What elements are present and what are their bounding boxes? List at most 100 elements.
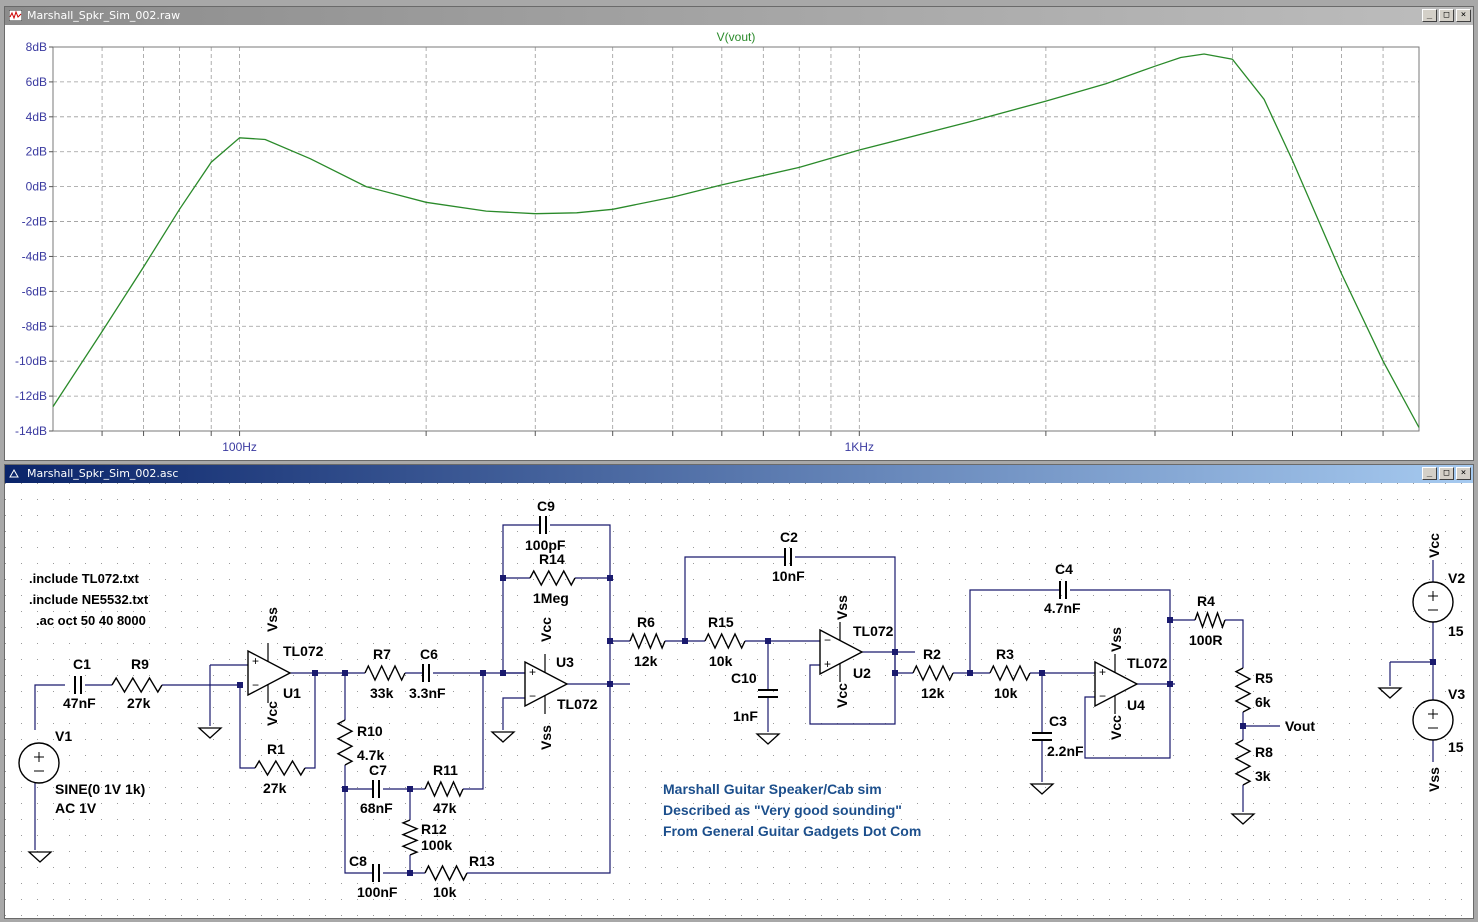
r12-name[interactable]: R12 bbox=[421, 821, 447, 837]
c3-name[interactable]: C3 bbox=[1049, 713, 1067, 729]
v2-value[interactable]: 15 bbox=[1448, 623, 1464, 639]
r3-resistor[interactable] bbox=[989, 664, 1031, 682]
schematic-window-titlebar[interactable]: Marshall_Spkr_Sim_002.asc _ □ × bbox=[5, 465, 1473, 483]
u2-vcc-net[interactable]: Vcc bbox=[834, 683, 850, 708]
r5-name[interactable]: R5 bbox=[1255, 670, 1273, 686]
r14-resistor[interactable] bbox=[529, 569, 576, 587]
r3-name[interactable]: R3 bbox=[996, 646, 1014, 662]
c1-value[interactable]: 47nF bbox=[63, 695, 96, 711]
v3-vss-net[interactable]: Vss bbox=[1426, 767, 1442, 792]
r10-name[interactable]: R10 bbox=[357, 723, 383, 739]
c3-value[interactable]: 2.2nF bbox=[1047, 743, 1084, 759]
u3-model[interactable]: TL072 bbox=[557, 696, 598, 712]
u4-name[interactable]: U4 bbox=[1127, 697, 1145, 713]
v1-line2[interactable]: AC 1V bbox=[55, 800, 97, 816]
u4-vss-net[interactable]: Vss bbox=[1108, 627, 1124, 652]
trace-vout[interactable] bbox=[52, 53, 1420, 428]
trace-label[interactable]: V(vout) bbox=[717, 30, 756, 44]
v3-source[interactable] bbox=[1412, 699, 1454, 741]
v1-line1[interactable]: SINE(0 1V 1k) bbox=[55, 781, 145, 797]
r9-name[interactable]: R9 bbox=[131, 656, 149, 672]
c10-value[interactable]: 1nF bbox=[733, 708, 758, 724]
r1-value[interactable]: 27k bbox=[263, 780, 287, 796]
c1-capacitor[interactable] bbox=[74, 676, 82, 694]
r7-value[interactable]: 33k bbox=[370, 685, 394, 701]
u2-name[interactable]: U2 bbox=[853, 665, 871, 681]
r13-name[interactable]: R13 bbox=[469, 853, 495, 869]
r11-name[interactable]: R11 bbox=[433, 762, 458, 778]
c7-value[interactable]: 68nF bbox=[360, 800, 393, 816]
waveform-plot[interactable]: 8dB6dB4dB2dB0dB-2dB-4dB-6dB-8dB-10dB-12d… bbox=[5, 25, 1473, 460]
u3-vcc-net[interactable]: Vcc bbox=[538, 617, 554, 642]
u1-model[interactable]: TL072 bbox=[283, 643, 324, 659]
spice-directive[interactable]: .ac oct 50 40 8000 bbox=[36, 613, 146, 628]
r12-resistor[interactable] bbox=[401, 819, 419, 856]
c7-capacitor[interactable] bbox=[372, 780, 380, 798]
c9-value[interactable]: 100pF bbox=[525, 537, 566, 553]
c9-name[interactable]: C9 bbox=[537, 498, 555, 514]
u3-vss-net[interactable]: Vss bbox=[538, 725, 554, 750]
r6-resistor[interactable] bbox=[629, 632, 666, 650]
c2-capacitor[interactable] bbox=[784, 548, 792, 566]
r15-resistor[interactable] bbox=[704, 632, 746, 650]
r5-resistor[interactable] bbox=[1234, 667, 1252, 713]
close-button[interactable]: × bbox=[1456, 9, 1471, 22]
r7-resistor[interactable] bbox=[364, 664, 406, 682]
r14-value[interactable]: 1Meg bbox=[533, 590, 569, 606]
r3-value[interactable]: 10k bbox=[994, 685, 1018, 701]
r12-value[interactable]: 100k bbox=[421, 837, 452, 853]
r8-value[interactable]: 3k bbox=[1255, 768, 1271, 784]
u1-name[interactable]: U1 bbox=[283, 685, 301, 701]
c8-name[interactable]: C8 bbox=[349, 853, 367, 869]
u3-opamp[interactable]: +− bbox=[524, 654, 569, 714]
r13-resistor[interactable] bbox=[424, 864, 468, 882]
c7-name[interactable]: C7 bbox=[369, 762, 387, 778]
v2-source[interactable] bbox=[1412, 581, 1454, 623]
c6-name[interactable]: C6 bbox=[420, 646, 438, 662]
plot-window-titlebar[interactable]: Marshall_Spkr_Sim_002.raw _ □ × bbox=[5, 7, 1473, 25]
schematic-window[interactable]: Marshall_Spkr_Sim_002.asc _ □ × bbox=[4, 464, 1474, 919]
vout-net-label[interactable]: Vout bbox=[1285, 718, 1315, 734]
u1-opamp[interactable]: +− bbox=[247, 643, 292, 703]
r4-value[interactable]: 100R bbox=[1189, 632, 1222, 648]
r4-name[interactable]: R4 bbox=[1197, 593, 1215, 609]
u1-vcc-net[interactable]: Vcc bbox=[264, 701, 280, 726]
r1-name[interactable]: R1 bbox=[267, 741, 285, 757]
c8-value[interactable]: 100nF bbox=[357, 884, 398, 900]
c3-capacitor[interactable] bbox=[1032, 732, 1052, 741]
u4-model[interactable]: TL072 bbox=[1127, 655, 1168, 671]
r6-value[interactable]: 12k bbox=[634, 653, 658, 669]
r9-value[interactable]: 27k bbox=[127, 695, 151, 711]
u2-opamp[interactable]: −+ bbox=[819, 622, 864, 682]
schematic-comment[interactable]: From General Guitar Gadgets Dot Com bbox=[663, 823, 921, 839]
u1-vss-net[interactable]: Vss bbox=[264, 607, 280, 632]
r6-name[interactable]: R6 bbox=[637, 614, 655, 630]
v2-name[interactable]: V2 bbox=[1448, 570, 1465, 586]
r13-value[interactable]: 10k bbox=[433, 884, 457, 900]
u2-vss-net[interactable]: Vss bbox=[834, 595, 850, 620]
c4-name[interactable]: C4 bbox=[1055, 561, 1073, 577]
c6-capacitor[interactable] bbox=[422, 664, 430, 682]
r5-value[interactable]: 6k bbox=[1255, 694, 1271, 710]
u2-model[interactable]: TL072 bbox=[853, 623, 894, 639]
r11-value[interactable]: 47k bbox=[433, 800, 457, 816]
close-button[interactable]: × bbox=[1456, 467, 1471, 480]
schematic-comment[interactable]: Described as "Very good sounding" bbox=[663, 802, 902, 818]
v1-source[interactable] bbox=[18, 742, 60, 784]
r10-resistor[interactable] bbox=[336, 719, 354, 766]
restore-button[interactable]: □ bbox=[1439, 9, 1454, 22]
c2-name[interactable]: C2 bbox=[780, 529, 798, 545]
c9-capacitor[interactable] bbox=[539, 516, 547, 534]
r2-resistor[interactable] bbox=[912, 664, 954, 682]
r14-name[interactable]: R14 bbox=[539, 551, 565, 567]
r2-name[interactable]: R2 bbox=[923, 646, 941, 662]
v3-value[interactable]: 15 bbox=[1448, 739, 1464, 755]
c8-capacitor[interactable] bbox=[372, 864, 380, 882]
minimize-button[interactable]: _ bbox=[1422, 9, 1437, 22]
v2-vcc-net[interactable]: Vcc bbox=[1426, 533, 1442, 558]
c10-capacitor[interactable] bbox=[758, 689, 778, 698]
r4-resistor[interactable] bbox=[1194, 610, 1226, 630]
restore-button[interactable]: □ bbox=[1439, 467, 1454, 480]
r1-resistor[interactable] bbox=[254, 759, 306, 777]
